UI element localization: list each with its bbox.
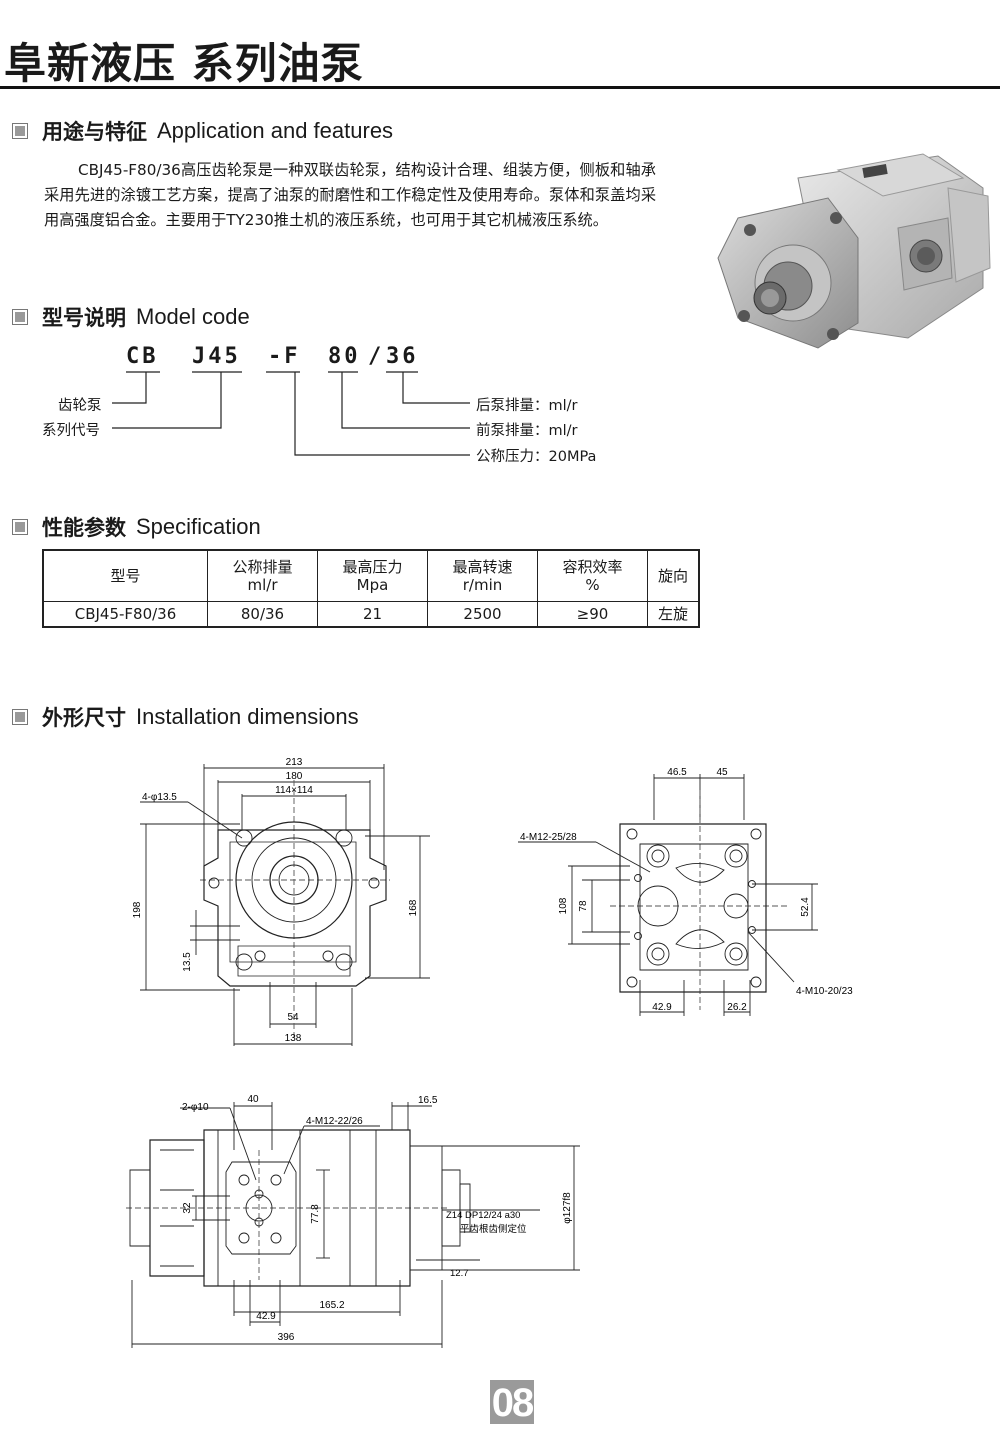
dim-12-7: 12.7 xyxy=(450,1268,469,1279)
col-efficiency: 容积效率% xyxy=(537,549,648,602)
dim-396: 396 xyxy=(278,1332,295,1343)
dim-114x114: 114×114 xyxy=(275,785,313,796)
section-marker-icon xyxy=(12,519,28,535)
code-36: 36 xyxy=(386,344,419,369)
section-title-cn: 外形尺寸 xyxy=(42,706,126,730)
section-marker-icon xyxy=(12,709,28,725)
dim-168: 168 xyxy=(408,899,419,916)
cell-pressure: 21 xyxy=(317,600,428,628)
section-marker-icon xyxy=(12,123,28,139)
section-title-en: Installation dimensions xyxy=(136,704,359,729)
cell-displacement: 80/36 xyxy=(207,600,318,628)
dim-165-2: 165.2 xyxy=(319,1300,344,1311)
dim-thread-side: 4-M12-22/26 xyxy=(306,1116,363,1127)
dim-holes: 4-φ13.5 xyxy=(142,792,177,803)
cell-model: CBJ45-F80/36 xyxy=(42,600,208,628)
dim-40: 40 xyxy=(247,1094,259,1105)
section-header-spec: 性能参数 Specification xyxy=(12,512,261,542)
dim-198: 198 xyxy=(132,901,143,918)
header-unit: r/min xyxy=(462,575,503,594)
table-row: CBJ45-F80/36 80/36 21 2500 ≥90 左旋 xyxy=(42,600,700,628)
section-title-cn: 型号说明 xyxy=(42,306,126,330)
pump-photo xyxy=(717,153,991,349)
dim-32: 32 xyxy=(182,1202,193,1214)
dim-pins: 2-φ10 xyxy=(182,1102,209,1113)
page-number: 08 xyxy=(490,1380,534,1425)
code-cb: CB xyxy=(126,344,159,369)
header-text: 容积效率 xyxy=(562,557,623,576)
section-title-cn: 性能参数 xyxy=(42,516,126,540)
dim-42-9-side: 42.9 xyxy=(256,1311,276,1322)
rear-view-drawing: 46.5 45 4-M12-25/28 108 78 52.4 4-M10-20… xyxy=(518,767,853,1016)
dim-77-8: 77.8 xyxy=(310,1204,321,1224)
dim-42-9: 42.9 xyxy=(652,1002,672,1013)
section-title-en: Specification xyxy=(136,514,261,539)
col-rotation: 旋向 xyxy=(647,549,700,602)
section-title-en: Model code xyxy=(136,304,250,329)
header-text: 最高转速 xyxy=(452,557,513,576)
dim-180: 180 xyxy=(286,771,303,782)
page-title: 阜新液压 系列油泵 xyxy=(4,39,364,88)
dim-16-5: 16.5 xyxy=(418,1095,438,1106)
dim-spline-note: 平齿根齿侧定位 xyxy=(460,1223,527,1235)
dim-54: 54 xyxy=(287,1012,299,1023)
application-paragraph: CBJ45-F80/36高压齿轮泵是一种双联齿轮泵，结构设计合理、组装方便，侧板… xyxy=(44,161,656,229)
section-header-model: 型号说明 Model code xyxy=(12,302,250,332)
section-title-en: Application and features xyxy=(157,118,394,143)
cell-efficiency: ≥90 xyxy=(537,600,648,628)
section-marker-icon xyxy=(12,309,28,325)
section-header-application: 用途与特征 Application and features xyxy=(12,116,393,146)
code-80: 80 xyxy=(328,344,361,369)
label-series: 系列代号 xyxy=(42,423,100,439)
dim-78: 78 xyxy=(578,900,589,912)
col-model: 型号 xyxy=(42,549,208,602)
dim-213: 213 xyxy=(286,757,303,768)
dim-52-4: 52.4 xyxy=(800,897,811,917)
section-title-cn: 用途与特征 xyxy=(42,120,147,144)
side-view-drawing: 40 2-φ10 4-M12-22/26 16.5 φ127f8 Z14 DP1… xyxy=(126,1094,580,1348)
header-text: 公称排量 xyxy=(232,557,293,576)
cell-speed: 2500 xyxy=(427,600,538,628)
code-slash: / xyxy=(368,344,385,369)
dim-46-5: 46.5 xyxy=(667,767,687,778)
dim-thread-m12: 4-M12-25/28 xyxy=(520,832,577,843)
label-gear-pump: 齿轮泵 xyxy=(58,398,102,414)
dim-spline: Z14 DP12/24 a30 xyxy=(446,1210,520,1221)
code-f: -F xyxy=(268,344,301,369)
dim-138: 138 xyxy=(285,1033,302,1044)
section-header-install: 外形尺寸 Installation dimensions xyxy=(12,702,359,732)
header-unit: % xyxy=(585,575,600,594)
dim-45: 45 xyxy=(716,767,728,778)
header-text: 型号 xyxy=(110,566,141,585)
label-nominal-pressure: 公称压力：20MPa xyxy=(476,449,597,465)
dim-108: 108 xyxy=(558,897,569,914)
dim-13-5: 13.5 xyxy=(182,952,193,972)
model-code-leader-lines xyxy=(112,371,470,456)
label-rear-displacement: 后泵排量：ml/r xyxy=(476,398,578,414)
dim-diameter: φ127f8 xyxy=(562,1192,573,1224)
dim-thread-m10: 4-M10-20/23 xyxy=(796,986,853,997)
header-unit: ml/r xyxy=(247,575,278,594)
front-view-drawing: 213 180 114×114 4-φ13.5 198 168 13.5 54 … xyxy=(132,757,430,1046)
label-front-displacement: 前泵排量：ml/r xyxy=(476,423,578,439)
header-unit: Mpa xyxy=(356,575,389,594)
header-text: 旋向 xyxy=(657,566,688,585)
dim-26-2: 26.2 xyxy=(727,1002,747,1013)
cell-rotation: 左旋 xyxy=(647,600,700,628)
title-rule xyxy=(0,86,1000,89)
code-j45: J45 xyxy=(192,344,241,369)
header-text: 最高压力 xyxy=(342,557,403,576)
